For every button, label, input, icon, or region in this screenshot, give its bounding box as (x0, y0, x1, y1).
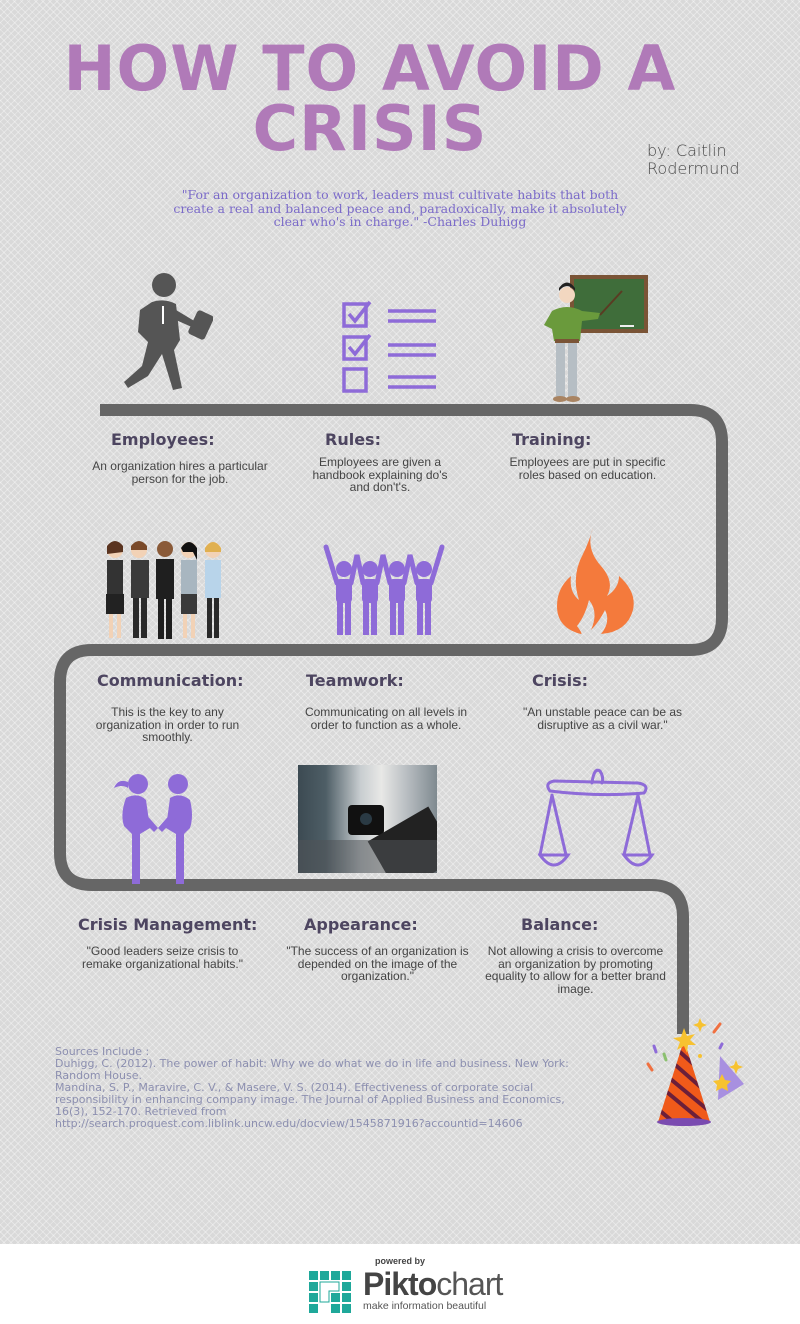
step-desc-employees: An organization hires a particular perso… (92, 459, 268, 486)
piktochart-logo-icon[interactable] (309, 1271, 353, 1313)
team-raised-hands-icon (323, 544, 445, 635)
intro-quote: "For an organization to work, leaders mu… (173, 187, 627, 229)
step-desc-communication: This is the key to any organization in o… (95, 705, 240, 744)
byline-line1: by: Caitlin (647, 141, 727, 160)
camera-lens (360, 813, 372, 825)
source-entry-mandina[interactable]: Mandina, S. P., Maravire, C. V., & Maser… (55, 1081, 569, 1130)
step-title-rules: Rules: (325, 430, 381, 449)
byline-line2: Rodermund (647, 159, 740, 178)
source-entry-duhigg: Duhigg, C. (2012). The power of habit: W… (55, 1057, 573, 1082)
teacher-chalkboard-icon (544, 275, 648, 402)
step-desc-appearance: "The success of an organization is depen… (286, 944, 469, 983)
piktochart-wordmark[interactable]: Piktochart (363, 1266, 503, 1303)
camera-photo-icon (298, 765, 437, 873)
balance-scale-icon (538, 768, 655, 867)
step-title-crisis: Crisis: (532, 671, 589, 690)
couple-holding-hands-icon (114, 774, 192, 884)
piktochart-footer: powered by Piktochart make information b… (0, 1244, 800, 1324)
step-desc-balance: Not allowing a crisis to overcome an org… (485, 944, 666, 996)
author-byline: by: Caitlin Rodermund (647, 142, 740, 178)
step-title-balance: Balance: (521, 915, 599, 934)
group-handshake-icon (106, 541, 221, 639)
step-title-crisis-management: Crisis Management: (78, 915, 258, 934)
checklist-icon (342, 300, 436, 393)
step-title-appearance: Appearance: (304, 915, 418, 934)
party-hat-icon (646, 1018, 744, 1126)
street (298, 840, 437, 873)
page-title-line2: CRISIS (252, 92, 488, 165)
sources-section: Sources Include : Duhigg, C. (2012). The… (55, 1046, 595, 1130)
step-title-employees: Employees: (111, 430, 215, 449)
sources-heading: Sources Include : (55, 1045, 150, 1058)
step-desc-rules: Employees are given a handbook explainin… (312, 455, 448, 494)
businessman-walking-icon (124, 273, 213, 390)
page-title-line1: HOW TO AVOID A (63, 32, 677, 105)
brand-bold: Pikto (363, 1266, 437, 1302)
step-title-communication: Communication: (97, 671, 244, 690)
step-desc-crisis: "An unstable peace can be as disruptive … (522, 705, 683, 732)
step-title-training: Training: (512, 430, 592, 449)
brand-light: chart (436, 1266, 503, 1302)
piktochart-tagline: make information beautiful (363, 1300, 487, 1312)
step-title-teamwork: Teamwork: (306, 671, 404, 690)
step-desc-teamwork: Communicating on all levels in order to … (304, 705, 468, 732)
fire-icon (557, 528, 634, 634)
step-desc-training: Employees are put in specific roles base… (509, 455, 666, 482)
step-desc-crisis-management: "Good leaders seize crisis to remake org… (81, 944, 243, 971)
powered-by-label: powered by (374, 1256, 425, 1266)
